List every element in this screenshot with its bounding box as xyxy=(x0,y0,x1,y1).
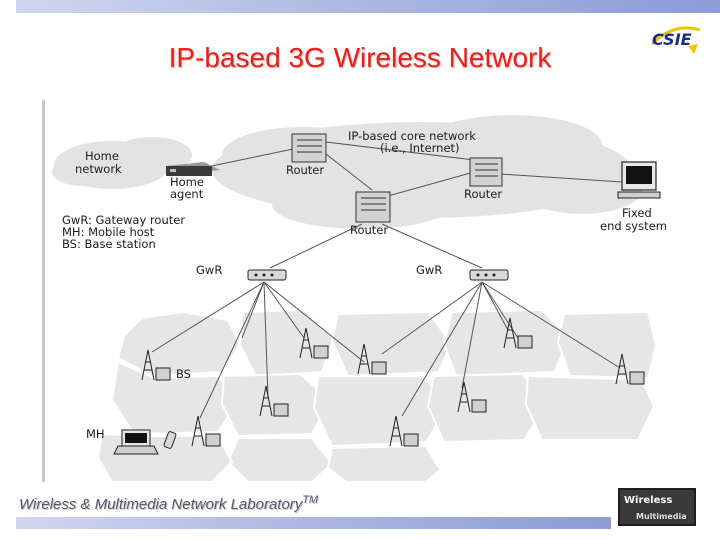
router-center xyxy=(356,192,390,222)
gwr-label-right: GwR xyxy=(416,263,442,277)
core-network-label-2: (i.e., Internet) xyxy=(380,141,460,155)
router-label-top: Router xyxy=(286,163,324,177)
gwr-label-left: GwR xyxy=(196,263,222,277)
slide-title: IP-based 3G Wireless Network xyxy=(60,42,660,74)
home-network-label-2: network xyxy=(75,162,122,176)
cse-logo-text: CSIE xyxy=(652,30,692,49)
footer-lab-name: Wireless & Multimedia Network Laboratory… xyxy=(19,494,318,513)
mh-label: MH xyxy=(86,427,105,441)
cse-logo-icon: CSIE xyxy=(648,18,704,56)
gateway-router-left xyxy=(248,270,286,280)
network-diagram: Home network Home agent IP-based core ne… xyxy=(42,100,698,482)
fixed-end-system-icon xyxy=(618,162,660,198)
lab-logo-line2: Multimedia xyxy=(636,512,687,521)
top-accent-bar xyxy=(16,0,720,13)
footer-text: Wireless & Multimedia Network Laboratory xyxy=(19,496,302,513)
fixed-end-label-1: Fixed xyxy=(622,206,652,220)
home-agent-label-2: agent xyxy=(170,187,204,201)
footer-trademark: TM xyxy=(302,494,318,506)
home-network-label-1: Home xyxy=(85,149,119,163)
bottom-accent-bar xyxy=(16,517,611,529)
lab-logo-line1: Wireless xyxy=(624,495,672,506)
bs-label: BS xyxy=(176,367,191,381)
fixed-end-label-2: end system xyxy=(600,219,667,233)
gateway-router-right xyxy=(470,270,508,280)
legend-bs: BS: Base station xyxy=(62,237,156,251)
lab-logo-icon: Wireless Multimedia xyxy=(618,488,696,526)
router-top xyxy=(292,134,326,162)
router-label-center: Router xyxy=(350,223,388,237)
router-label-right: Router xyxy=(464,187,502,201)
router-right xyxy=(470,158,502,186)
